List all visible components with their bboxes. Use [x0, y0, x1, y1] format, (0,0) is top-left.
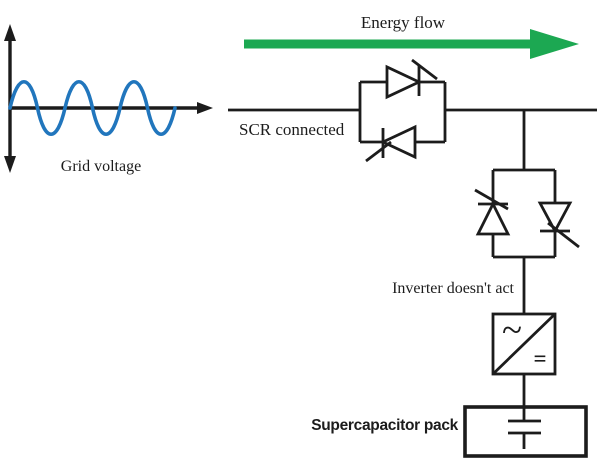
axis-arrow-right-icon — [197, 102, 213, 114]
supercapacitor-box — [463, 405, 588, 458]
axis-arrow-down-icon — [4, 156, 16, 173]
thyristor-triangle — [537, 201, 573, 234]
grid-voltage-plot — [4, 24, 213, 173]
scr-connected-label: SCR connected — [239, 120, 345, 139]
thyristor-triangle — [475, 200, 511, 236]
supercapacitor-label: Supercapacitor pack — [311, 417, 458, 434]
supercapacitor-block — [463, 405, 588, 458]
axis-arrow-up-icon — [4, 24, 16, 41]
inverter-state-label: Inverter doesn't act — [392, 280, 514, 297]
leg-thyristor-down-icon — [537, 170, 580, 257]
thyristor-gate — [474, 188, 509, 211]
dc-symbol: = — [533, 346, 546, 371]
inverter-thyristor-block — [474, 168, 580, 259]
grid-voltage-label: Grid voltage — [61, 158, 141, 175]
energy-arrow-head-icon — [530, 29, 579, 59]
thyristor-gate — [365, 140, 392, 163]
capacitor-icon — [508, 407, 541, 449]
energy-flow-label: Energy flow — [361, 13, 446, 32]
energy-flow-arrow — [244, 29, 579, 59]
scr-thyristor-forward-icon — [360, 58, 445, 100]
thyristor-triangle — [379, 124, 417, 160]
thyristor-gate — [547, 221, 580, 249]
thyristor-gate — [411, 58, 438, 81]
thyristor-triangle — [385, 64, 423, 100]
scr-thyristor-reverse-icon — [360, 124, 445, 163]
scr-block — [358, 58, 447, 163]
leg-thyristor-up-icon — [474, 170, 511, 257]
ac-symbol: ~ — [502, 310, 522, 351]
ac-dc-converter: ~ = — [491, 310, 557, 376]
converter-diagonal — [492, 312, 556, 376]
sine-wave — [8, 79, 177, 137]
